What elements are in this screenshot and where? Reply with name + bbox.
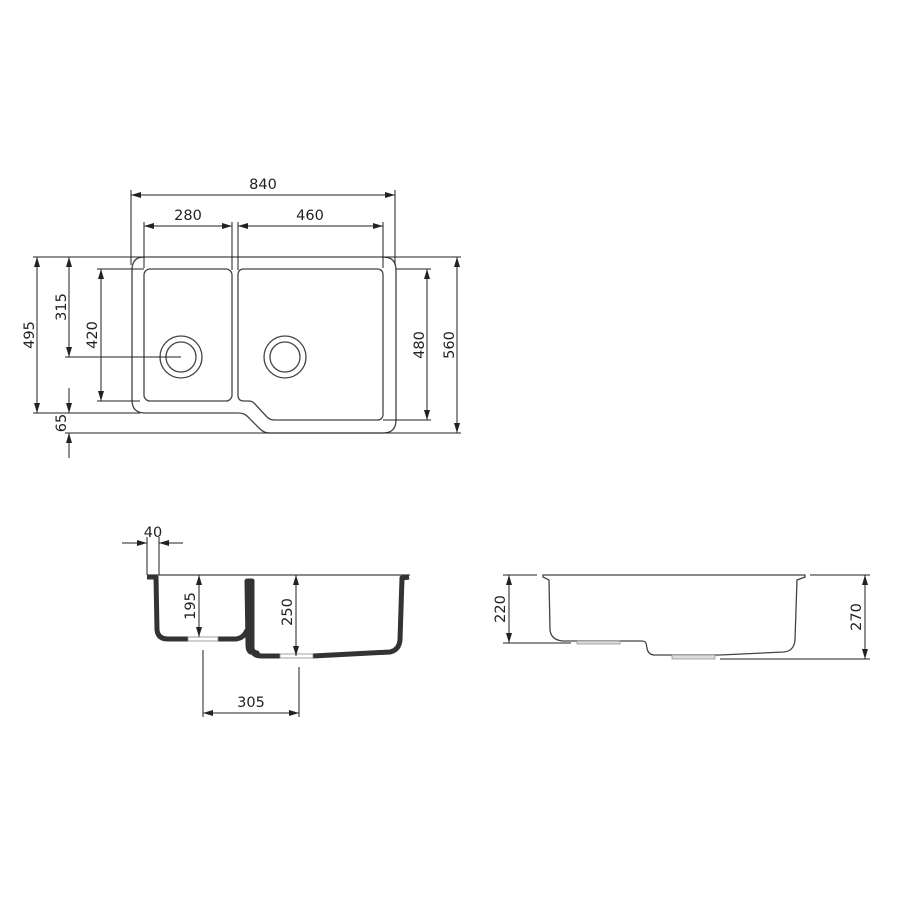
side-view: 220 270 [493, 574, 870, 660]
label-495: 495 [22, 321, 38, 349]
label-280: 280 [174, 208, 202, 224]
left-drain-section [187, 636, 219, 642]
label-305: 305 [237, 695, 265, 711]
right-drain-inner [269, 341, 301, 373]
sink-outer-outline [131, 256, 397, 434]
label-195: 195 [183, 592, 199, 620]
right-bowl-outline [237, 268, 384, 421]
divider-section [244, 578, 261, 655]
right-bowl-section [249, 574, 410, 659]
label-560: 560 [442, 331, 458, 359]
label-840: 840 [249, 177, 277, 193]
label-220: 220 [493, 595, 509, 623]
right-drain-outer [263, 335, 307, 379]
side-extension-lines [503, 574, 870, 660]
side-right-drain [671, 654, 716, 660]
label-480: 480 [412, 331, 428, 359]
label-460: 460 [296, 208, 324, 224]
label-65: 65 [54, 414, 70, 432]
left-bowl-outline [143, 268, 233, 402]
label-420: 420 [85, 321, 101, 349]
label-270: 270 [849, 603, 865, 631]
front-section-view: 40 195 250 305 [122, 525, 410, 717]
top-view: 840 280 460 495 315 65 420 480 560 [22, 177, 461, 458]
side-left-drain [576, 640, 621, 645]
extension-lines [33, 190, 461, 434]
label-40: 40 [144, 525, 162, 541]
label-250: 250 [280, 598, 296, 626]
side-outline [542, 574, 806, 656]
label-315: 315 [54, 293, 70, 321]
